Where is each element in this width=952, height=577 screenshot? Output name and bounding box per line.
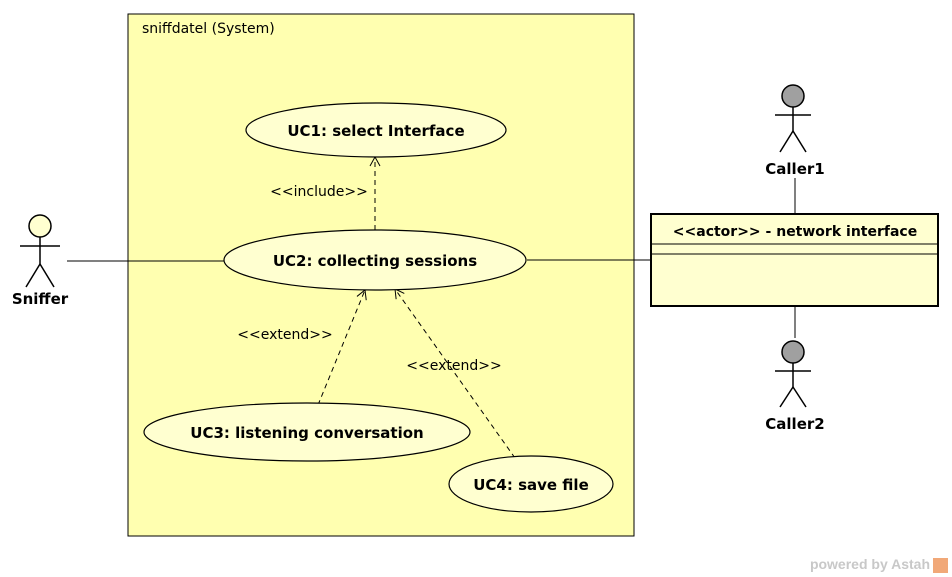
- stick-figure-icon: [775, 340, 811, 408]
- stick-figure-icon: [775, 84, 811, 153]
- actor-caller1[interactable]: Caller1: [765, 84, 825, 178]
- actor-class-title: <<actor>> - network interface: [673, 224, 917, 240]
- extend-label-uc3: <<extend>>: [237, 327, 332, 343]
- actor-sniffer[interactable]: Sniffer: [12, 214, 69, 308]
- extend-arrow-uc3: [317, 289, 367, 406]
- actor-caller1-label: Caller1: [765, 160, 824, 178]
- use-case-uc1[interactable]: UC1: select Interface: [245, 102, 507, 158]
- extend-label-uc4: <<extend>>: [406, 358, 501, 374]
- use-case-uc2-label: UC2: collecting sessions: [273, 252, 477, 270]
- use-case-uc4-label: UC4: save file: [473, 476, 589, 494]
- use-case-uc4[interactable]: UC4: save file: [448, 455, 614, 513]
- system-label: sniffdatel (System): [142, 21, 275, 37]
- astah-watermark: powered by Astah: [809, 556, 930, 572]
- astah-logo-icon: [933, 558, 948, 573]
- include-label: <<include>>: [270, 184, 368, 200]
- actor-caller2-label: Caller2: [765, 415, 824, 433]
- extend-arrow-uc4: [394, 288, 516, 459]
- use-case-uc1-label: UC1: select Interface: [287, 122, 464, 140]
- actor-class-network-interface[interactable]: <<actor>> - network interface: [650, 213, 939, 307]
- actor-sniffer-label: Sniffer: [12, 290, 69, 308]
- use-case-uc3-label: UC3: listening conversation: [190, 424, 423, 442]
- use-case-uc3[interactable]: UC3: listening conversation: [143, 402, 471, 462]
- stick-figure-icon: [20, 214, 60, 288]
- actor-caller2[interactable]: Caller2: [765, 340, 825, 433]
- use-case-uc2[interactable]: UC2: collecting sessions: [223, 229, 527, 291]
